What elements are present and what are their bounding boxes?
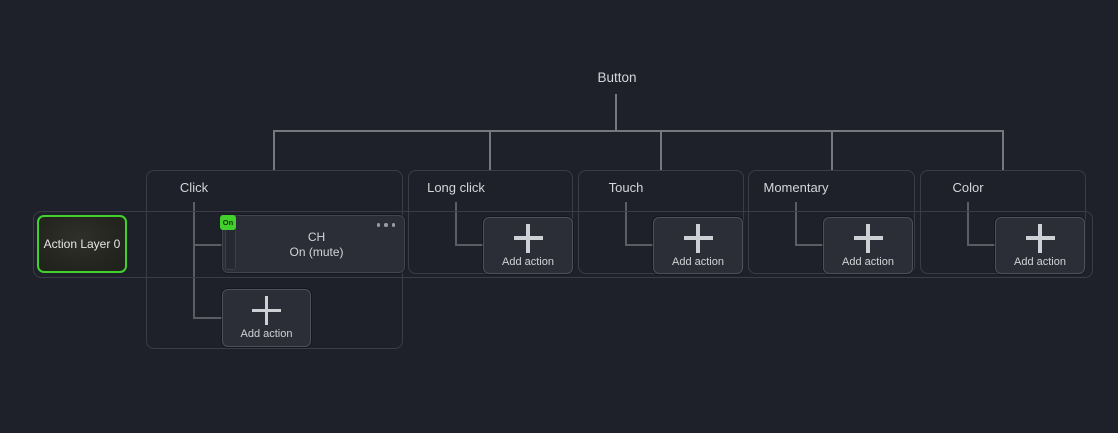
- action-card-text: CH On (mute): [223, 216, 404, 272]
- dot: [376, 223, 380, 227]
- add-action-button-click[interactable]: Add action: [222, 289, 311, 347]
- add-action-label: Add action: [1014, 255, 1066, 268]
- plus-icon: [1025, 223, 1055, 253]
- add-action-button-momentary[interactable]: Add action: [823, 217, 913, 274]
- branch-line-horizontal: [193, 317, 222, 319]
- add-action-button-color[interactable]: Add action: [995, 217, 1085, 274]
- plus-icon: [853, 223, 883, 253]
- action-layer-node[interactable]: Action Layer 0: [37, 215, 127, 273]
- section-long-click: Long click Add action: [408, 170, 573, 274]
- tree-drop-line-momentary: [831, 131, 833, 171]
- add-action-label: Add action: [842, 255, 894, 268]
- branch-line-horizontal: [625, 244, 654, 246]
- add-action-label: Add action: [672, 255, 724, 268]
- action-layer-lane: [33, 211, 1093, 278]
- plus-icon: [683, 223, 713, 253]
- branch-line-vertical: [455, 202, 457, 245]
- section-label-long-click: Long click: [427, 180, 485, 195]
- ellipsis-menu-icon[interactable]: [376, 223, 395, 227]
- dot: [391, 223, 395, 227]
- branch-line-horizontal: [455, 244, 484, 246]
- tree-drop-line-color: [1002, 131, 1004, 171]
- action-node-ch-mute[interactable]: On CH On (mute): [220, 215, 405, 273]
- branch-line-horizontal: [967, 244, 996, 246]
- section-label-momentary: Momentary: [763, 180, 829, 195]
- toggle-on-badge[interactable]: On: [220, 215, 236, 230]
- section-click: Click On CH On (mute) Add action: [146, 170, 405, 349]
- section-color: Color Add action: [920, 170, 1086, 274]
- branch-line-vertical: [625, 202, 627, 245]
- add-action-button-long-click[interactable]: Add action: [483, 217, 573, 274]
- add-action-label: Add action: [502, 255, 554, 268]
- branch-line-vertical: [795, 202, 797, 245]
- add-action-button-touch[interactable]: Add action: [653, 217, 743, 274]
- tree-root-stub-line: [615, 94, 617, 131]
- section-momentary: Momentary Add action: [748, 170, 915, 274]
- branch-line-horizontal: [193, 244, 222, 246]
- branch-line-vertical: [967, 202, 969, 245]
- tree-drop-line-touch: [660, 131, 662, 171]
- branch-line-vertical: [193, 202, 195, 318]
- tree-horizontal-line: [273, 130, 1004, 132]
- plus-icon: [513, 223, 543, 253]
- section-label-color: Color: [952, 180, 984, 195]
- tree-drop-line-long-click: [489, 131, 491, 171]
- dot: [384, 223, 388, 227]
- plus-icon: [252, 296, 281, 325]
- branch-line-horizontal: [795, 244, 824, 246]
- add-action-label: Add action: [240, 328, 293, 340]
- section-label-click: Click: [179, 180, 209, 195]
- action-card-line1: CH: [307, 229, 326, 244]
- section-label-touch: Touch: [608, 180, 644, 195]
- tree-root-label: Button: [597, 70, 637, 85]
- tree-drop-line-click: [273, 131, 275, 171]
- action-card-line2: On (mute): [289, 244, 344, 259]
- section-touch: Touch Add action: [578, 170, 744, 274]
